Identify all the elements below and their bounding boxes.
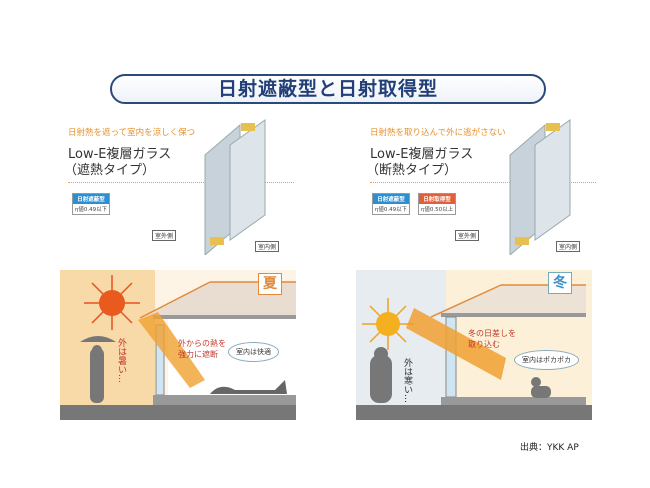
divider (370, 182, 596, 183)
outside-label: 室外側 (152, 230, 177, 241)
right-glass-name: Low-E複層ガラス (370, 147, 474, 162)
effect-text-line2: 取り込む (468, 340, 500, 349)
season-badge-winter: 冬 (548, 272, 572, 294)
sun-icon (376, 312, 400, 336)
page-title: 日射遮蔽型と日射取得型 (110, 74, 546, 104)
effect-text-line2: 強力に遮断 (178, 350, 218, 359)
left-glass-type: （遮熱タイプ） (64, 163, 156, 178)
left-tagline: 日射熱を遮って室内を涼しく保つ (68, 128, 196, 138)
badge-shielding: 日射遮蔽型 η値0.49以下 (372, 193, 410, 215)
outside-text: 外は暑い… (116, 338, 126, 383)
speech-bubble: 室内は快適 (228, 342, 279, 362)
speech-bubble: 室内はポカポカ (514, 350, 579, 370)
winter-scene: 冬 外は寒い… 冬の日差しを 取り込む 室内はポカポカ (356, 270, 592, 420)
divider (68, 182, 294, 183)
effect-text-line1: 冬の日差しを (468, 329, 516, 338)
badge-gaining: 日射取得型 η値0.50以上 (418, 193, 456, 215)
source-credit: 出典：YKK AP (520, 443, 579, 453)
effect-text-line1: 外からの熱を (178, 339, 226, 348)
right-tagline: 日射熱を取り込んで外に逃がさない (370, 128, 506, 138)
glass-illustration-right (509, 119, 571, 255)
right-glass-type: （断熱タイプ） (366, 163, 458, 178)
inside-label: 室内側 (255, 241, 280, 252)
sun-icon (99, 290, 125, 316)
season-badge-summer: 夏 (258, 273, 282, 295)
outside-text: 外は寒い… (402, 358, 412, 403)
left-glass-name: Low-E複層ガラス (68, 147, 172, 162)
summer-scene: 夏 外は暑い… 外からの熱を 強力に遮断 室内は快適 (60, 270, 296, 420)
glass-illustration-left (204, 119, 266, 255)
outside-label: 室外側 (455, 230, 480, 241)
inside-label: 室内側 (556, 241, 581, 252)
badge-shielding: 日射遮蔽型 η値0.49以下 (72, 193, 110, 215)
